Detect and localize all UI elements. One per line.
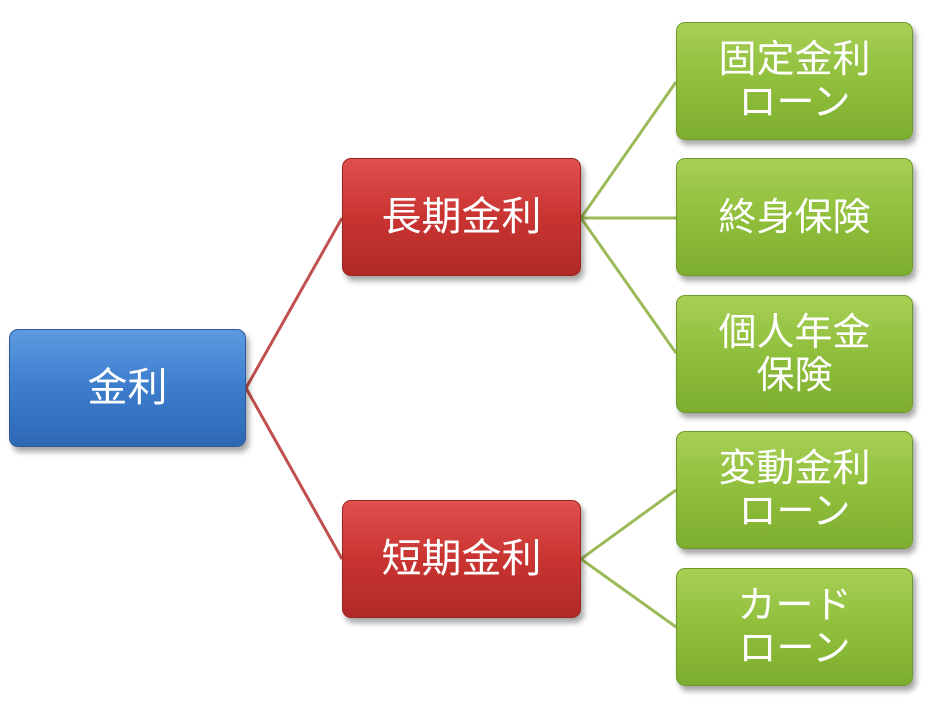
root-connectors: [244, 217, 344, 560]
leaf-node-card-loan: カード ローン: [676, 568, 913, 686]
leaf-connectors: [579, 81, 678, 629]
branch-node-short-term: 短期金利: [342, 500, 581, 618]
leaf-node-label: 終身保険: [718, 194, 871, 239]
branch-node-long-term: 長期金利: [342, 158, 581, 276]
leaf-node-label: 変動金利 ローン: [718, 446, 871, 533]
root-node-label: 金利: [87, 364, 168, 411]
connector-long-term-to-fixed-loan: [579, 81, 678, 219]
leaf-node-label: 固定金利 ローン: [718, 37, 871, 124]
branch-node-label: 短期金利: [381, 535, 542, 582]
root-node: 金利: [9, 329, 246, 447]
leaf-node-variable-rate-loan: 変動金利 ローン: [676, 431, 913, 549]
leaf-node-personal-annuity-insurance: 個人年金 保険: [676, 295, 913, 413]
connector-long-term-to-annuity: [579, 217, 678, 354]
leaf-node-fixed-rate-loan: 固定金利 ローン: [676, 22, 913, 140]
leaf-node-whole-life-insurance: 終身保険: [676, 158, 913, 276]
leaf-node-label: カード ローン: [737, 583, 852, 670]
leaf-node-label: 個人年金 保険: [718, 310, 871, 397]
connector-short-term-to-variable-loan: [580, 488, 677, 561]
connector-root-to-long-term: [244, 217, 344, 389]
connector-short-term-to-card-loan: [580, 557, 677, 629]
branch-node-label: 長期金利: [381, 193, 542, 240]
connector-root-to-short-term: [244, 387, 344, 560]
